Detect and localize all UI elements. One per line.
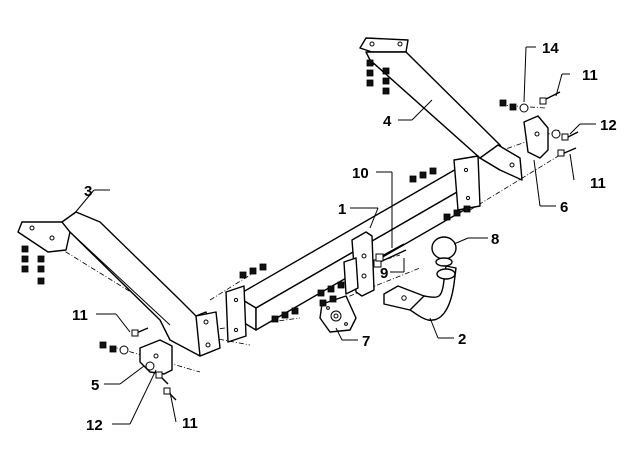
long-bolts xyxy=(373,243,407,268)
callout-14: 14 xyxy=(542,40,559,57)
callout-4: 4 xyxy=(383,113,392,130)
callout-labels: 1 2 3 4 5 6 7 8 9 10 11 11 11 11 12 12 1… xyxy=(72,40,617,434)
leader-lines xyxy=(73,46,596,425)
callout-9: 9 xyxy=(380,265,388,282)
callout-11-right-lower: 11 xyxy=(590,175,606,192)
tow-ball xyxy=(431,236,457,280)
callout-8: 8 xyxy=(491,231,499,248)
callout-12-left: 12 xyxy=(86,417,103,434)
right-side-plate xyxy=(523,115,549,159)
electrical-socket-plate xyxy=(319,295,357,333)
callout-7: 7 xyxy=(362,333,370,350)
callout-3: 3 xyxy=(84,183,92,200)
callout-11-right-upper: 11 xyxy=(582,67,598,84)
callout-12-right: 12 xyxy=(600,117,617,134)
callout-11-left-lower: 11 xyxy=(182,415,198,432)
fasteners xyxy=(21,59,579,401)
ball-mount-bracket xyxy=(343,231,375,297)
callout-1: 1 xyxy=(338,201,346,218)
callout-11-left-upper: 11 xyxy=(72,307,88,324)
callout-2: 2 xyxy=(458,331,466,348)
callout-6: 6 xyxy=(560,199,568,216)
left-side-plate xyxy=(139,339,173,375)
right-side-arm xyxy=(359,37,523,181)
assembly-axes xyxy=(39,61,561,373)
left-side-arm xyxy=(17,211,221,357)
callout-5: 5 xyxy=(91,377,99,394)
callout-10: 10 xyxy=(352,165,369,182)
